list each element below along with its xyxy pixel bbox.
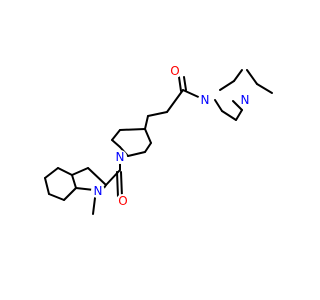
bond <box>183 76 187 91</box>
bond <box>111 129 121 141</box>
oxygen-atom-label: O <box>118 194 127 208</box>
bond <box>57 167 73 176</box>
bond <box>92 197 96 215</box>
bond <box>235 109 243 121</box>
nitrogen-atom-bg <box>91 184 105 198</box>
bond <box>119 128 146 131</box>
bond <box>147 111 168 117</box>
bond <box>71 167 89 176</box>
bond <box>246 69 258 85</box>
nitrogen-atom-label: N <box>201 93 210 107</box>
bond <box>75 187 95 191</box>
nitrogen-atom-bg <box>113 150 127 164</box>
bond <box>232 100 243 111</box>
bond <box>44 167 59 179</box>
bond <box>214 99 223 112</box>
oxygen-atom-label: O <box>170 64 179 78</box>
bond <box>87 167 107 186</box>
bond <box>219 80 235 91</box>
bond <box>127 151 146 157</box>
bond <box>178 76 182 92</box>
bond <box>233 69 243 82</box>
bond <box>144 142 152 153</box>
oxygen-atom-bg <box>168 64 182 78</box>
molecule-structure-diagram: O N N N O N <box>44 64 273 215</box>
bond <box>103 184 107 189</box>
nitrogen-atom-label: N <box>116 150 125 164</box>
bond <box>144 115 149 130</box>
bond <box>256 83 273 94</box>
bond <box>144 128 152 144</box>
bond <box>120 171 123 198</box>
bond <box>221 110 237 121</box>
nitrogen-atom-bg <box>198 93 212 107</box>
nitrogen-atom-label: N <box>241 93 250 107</box>
bond <box>116 171 119 198</box>
bond <box>111 139 121 148</box>
oxygen-atom-bg <box>116 194 130 208</box>
nitrogen-atom-bg <box>238 93 252 107</box>
bond <box>63 187 77 201</box>
bond <box>48 193 65 201</box>
bond <box>44 177 50 195</box>
bond <box>166 89 184 113</box>
bond <box>71 174 77 189</box>
nitrogen-atom-label: N <box>94 184 103 198</box>
